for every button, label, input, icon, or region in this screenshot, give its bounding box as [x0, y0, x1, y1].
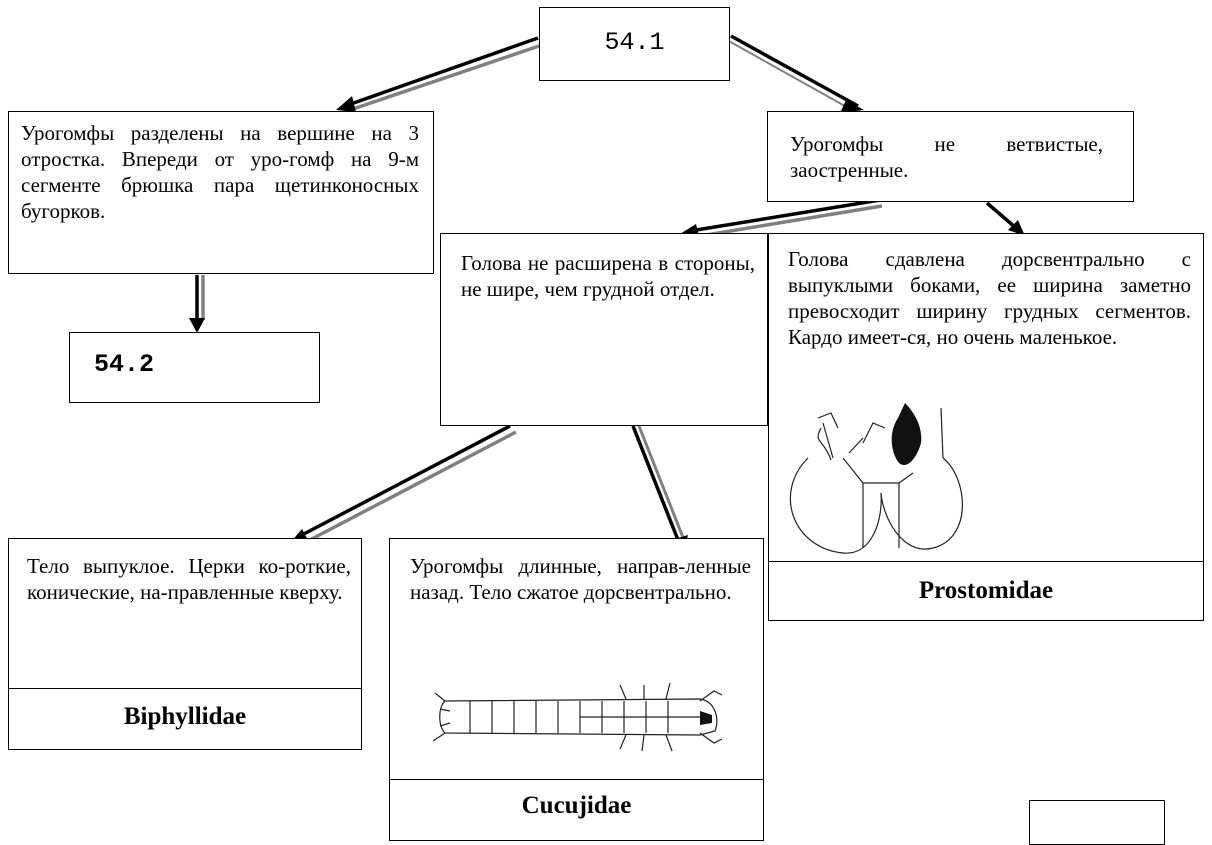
larva-body-drawing-icon: [432, 682, 723, 752]
cucujidae-family: Cucujidae: [521, 792, 632, 819]
next-step-box: 54.2: [69, 332, 320, 403]
cucujidae-text: Урогомфы длинные, направ-ленные назад. Т…: [410, 554, 751, 604]
arrow-left-to-54-2: [189, 275, 205, 333]
biphyllidae-box: Тело выпуклое. Церки ко-роткие, коническ…: [8, 538, 362, 689]
cucujidae-box: Урогомфы длинные, направ-ленные назад. Т…: [389, 538, 764, 780]
biphyllidae-text: Тело выпуклое. Церки ко-роткие, коническ…: [27, 554, 351, 604]
larva-head-drawing-icon: [789, 403, 963, 554]
biphyllidae-family: Biphyllidae: [123, 703, 247, 730]
arrow-root-to-left: [336, 36, 546, 112]
prostomidae-box: Голова сдавлена дорсвентрально с выпуклы…: [768, 233, 1204, 563]
root-label: 54.1: [604, 28, 665, 57]
prostomidae-text: Голова сдавлена дорсвентрально с выпуклы…: [788, 247, 1191, 349]
middle-branch-text: Голова не расширена в стороны, не шире, …: [461, 251, 755, 301]
arrow-middle-to-cucujidae: [631, 425, 688, 555]
arrow-middle-to-biphyllidae: [290, 424, 517, 544]
biphyllidae-label-box: Biphyllidae: [8, 688, 362, 750]
left-branch-box: Урогомфы разделены на вершине на 3 отрос…: [8, 111, 434, 274]
prostomidae-label-box: Prostomidae: [768, 561, 1204, 621]
root-box: 54.1: [539, 7, 730, 81]
left-branch-text: Урогомфы разделены на вершине на 3 отрос…: [21, 121, 419, 223]
cucujidae-label-box: Cucujidae: [389, 779, 764, 841]
right-branch-box: Урогомфы не ветвистые, заостренные.: [767, 111, 1134, 202]
middle-branch-box: Голова не расширена в стороны, не шире, …: [440, 233, 768, 426]
empty-box: [1029, 800, 1165, 845]
prostomidae-family: Prostomidae: [918, 577, 1054, 604]
arrow-right-to-prostomidae: [985, 201, 1025, 236]
next-step-label: 54.2: [94, 350, 155, 379]
arrow-root-to-right: [726, 34, 864, 113]
right-branch-text: Урогомфы не ветвистые, заостренные.: [790, 132, 1103, 182]
